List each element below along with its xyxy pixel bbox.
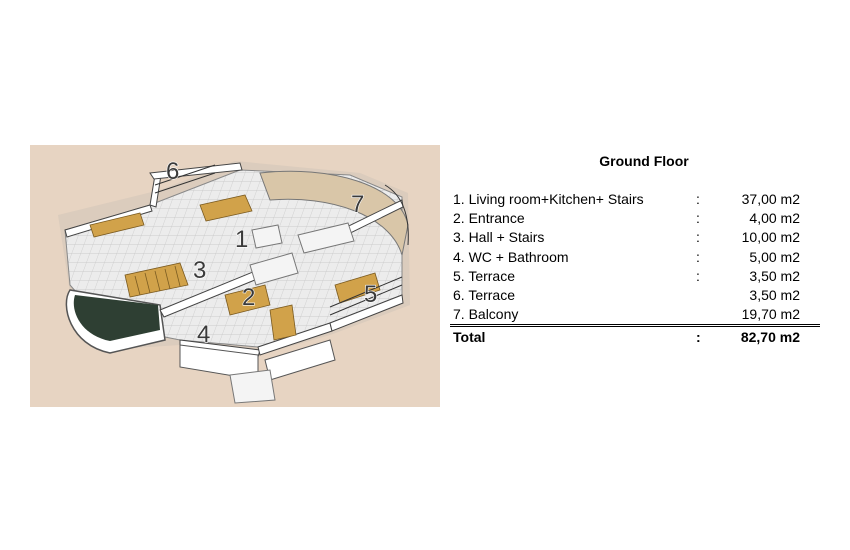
room-area: 5,00 m2: [749, 248, 800, 265]
table-row: 7. Balcony 19,70 m2: [450, 305, 820, 327]
total-separator: :: [696, 324, 726, 348]
area-table-panel: Ground Floor 1. Living room+Kitchen+ Sta…: [450, 150, 822, 348]
room-name: 1. Living room+Kitchen+ Stairs: [453, 191, 644, 208]
room-area: 19,70 m2: [726, 305, 820, 327]
room-name: 3. Hall + Stairs: [453, 229, 545, 246]
table-row: 5. Terrace: 3,50 m2: [450, 267, 820, 286]
room-area: 3,50 m2: [749, 267, 800, 284]
plan-label-6: 6: [166, 158, 179, 185]
plan-label-5: 5: [364, 281, 377, 308]
room-separator: [696, 305, 726, 327]
room-name: 7. Balcony: [450, 305, 696, 327]
room-separator: :: [696, 210, 700, 227]
balcony-curve: [259, 170, 409, 256]
table-row: 2. Entrance: 4,00 m2: [450, 209, 820, 228]
room-name: 4. WC + Bathroom: [453, 248, 569, 265]
table-row: 1. Living room+Kitchen+ Stairs: 37,00 m2: [450, 190, 820, 209]
room-area: 3,50 m2: [749, 287, 800, 304]
room-area: 37,00 m2: [741, 191, 800, 208]
table-row: 4. WC + Bathroom: 5,00 m2: [450, 248, 820, 267]
plan-label-2: 2: [242, 284, 255, 311]
room-name: 2. Entrance: [453, 210, 525, 227]
table-row: 3. Hall + Stairs: 10,00 m2: [450, 228, 820, 247]
floor-plan-image: 1 2 3 4 5 6 7: [30, 145, 440, 407]
room-name: 6. Terrace: [453, 287, 515, 304]
total-row: Total : 82,70 m2: [450, 324, 820, 348]
room-separator: [696, 286, 726, 305]
plan-label-7: 7: [351, 191, 364, 218]
room-separator: :: [696, 191, 700, 208]
plan-label-1: 1: [235, 226, 248, 253]
total-label: Total: [450, 324, 696, 348]
total-area: 82,70 m2: [726, 324, 820, 348]
room-name: 5. Terrace: [453, 267, 515, 284]
floor-plan-drawing: 1 2 3 4 5 6 7: [58, 157, 410, 404]
floor-title: Ground Floor: [599, 153, 689, 169]
plan-label-3: 3: [193, 257, 206, 284]
room-separator: :: [696, 229, 700, 246]
room-area: 10,00 m2: [741, 229, 800, 246]
plan-label-4: 4: [197, 321, 210, 348]
room-area: 4,00 m2: [749, 210, 800, 227]
room-separator: :: [696, 267, 700, 284]
room-separator: :: [696, 248, 700, 265]
table-row: 6. Terrace 3,50 m2: [450, 286, 820, 305]
